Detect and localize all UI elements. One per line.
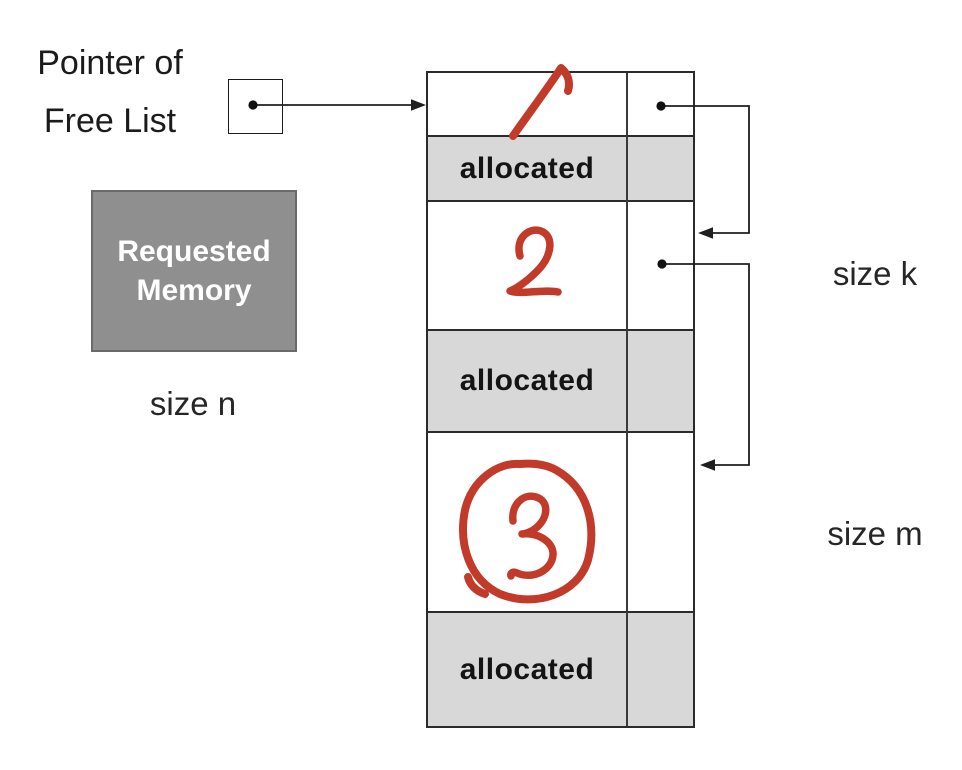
allocated-block-1: allocated <box>428 137 693 202</box>
free-block-3 <box>428 433 693 613</box>
pointer-label-line1: Pointer of <box>37 44 183 82</box>
memory-column: allocated allocated allocated <box>426 71 695 728</box>
allocated-block-3: allocated <box>428 613 693 726</box>
free-block-2 <box>428 202 693 331</box>
free-block-1 <box>428 73 693 137</box>
allocated-label: allocated <box>459 364 595 397</box>
allocated-label: allocated <box>459 151 595 185</box>
pointer-label-line2: Free List <box>43 102 177 140</box>
pointer-field-divider <box>626 73 628 726</box>
requested-memory-line1: Requested <box>117 235 271 268</box>
free-list-pointer-box <box>228 79 283 134</box>
requested-memory-box: Requested Memory <box>91 190 297 352</box>
size-n-label: size n <box>149 385 237 422</box>
arrowhead-into-block3 <box>700 459 715 471</box>
requested-memory-line2: Memory <box>136 274 252 307</box>
size-m-label: size m <box>827 515 923 552</box>
arrowhead-into-block1 <box>411 99 426 111</box>
allocated-block-2: allocated <box>428 331 693 433</box>
arrowhead-into-block2 <box>698 227 713 239</box>
size-k-label: size k <box>832 255 918 292</box>
pointer-of-free-list-label: Pointer of Free List <box>8 34 212 150</box>
allocated-label: allocated <box>459 652 595 686</box>
